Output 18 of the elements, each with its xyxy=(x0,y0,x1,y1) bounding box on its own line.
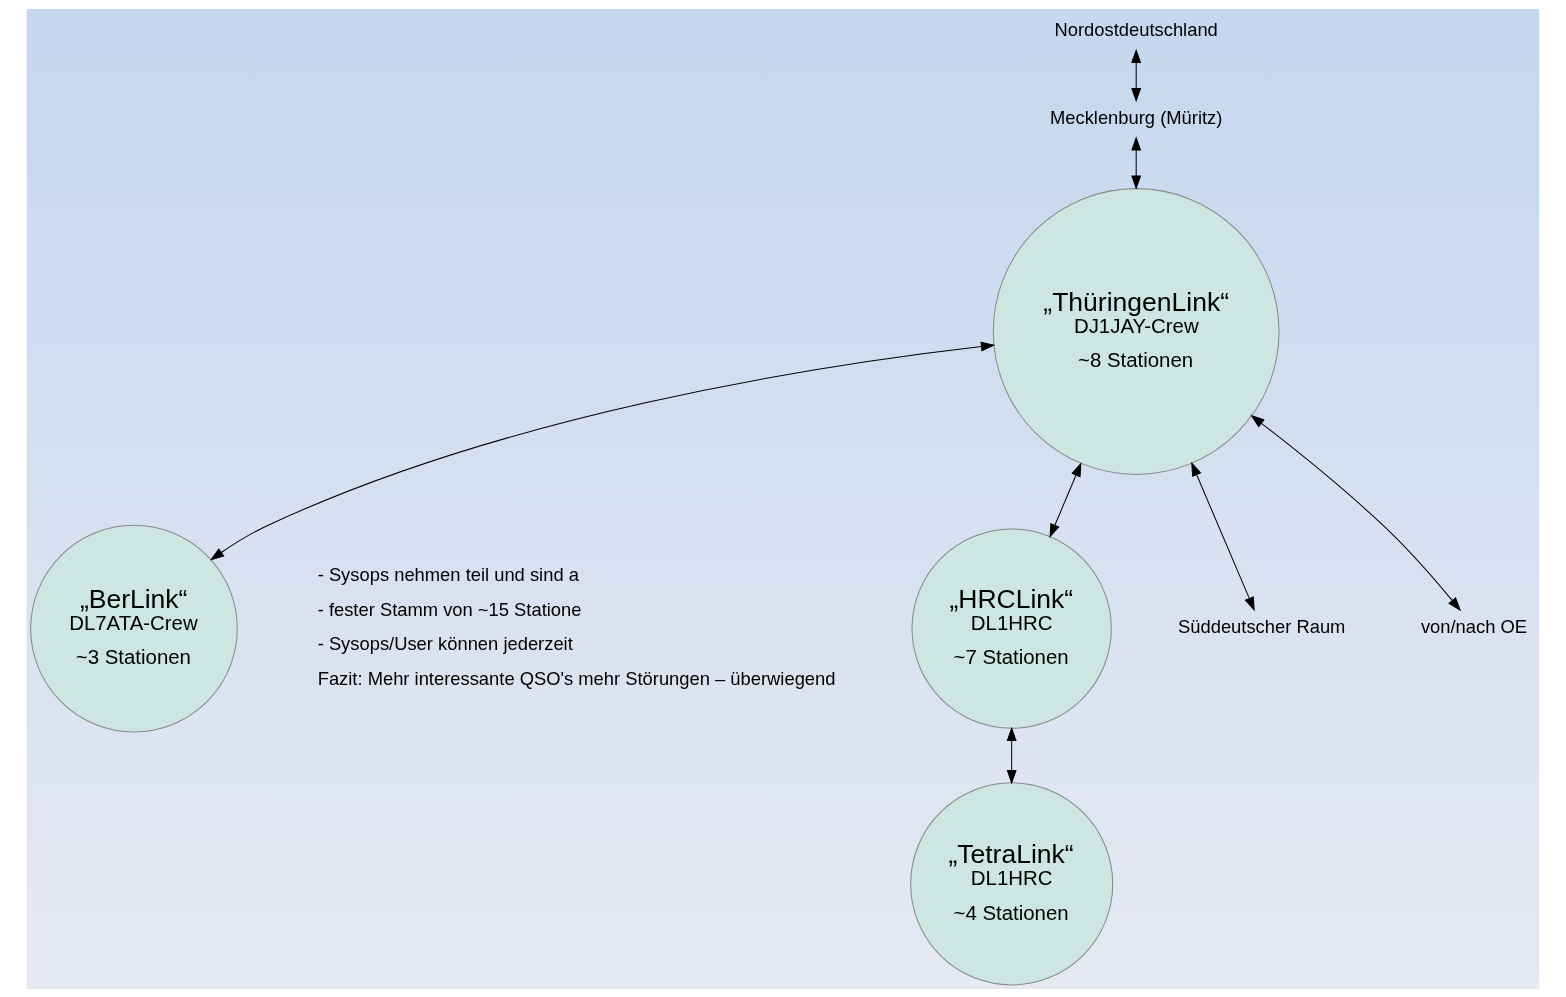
node-circle: „HRCLink“ DL1HRC ~7 Stationen xyxy=(911,527,1112,729)
arrow xyxy=(1131,48,1142,102)
node-text: Nordostdeutschland xyxy=(1054,18,1218,40)
arrow xyxy=(1131,135,1142,190)
node-text: Süddeutscher Raum xyxy=(1178,615,1346,637)
label: - Sysops/User können jederzeit xyxy=(317,632,573,654)
label: - fester Stamm von ~15 Statione xyxy=(317,598,582,620)
arrow xyxy=(1049,461,1082,538)
node-circle: „BerLink“ DL7ATA-Crew ~3 Stationen xyxy=(30,524,238,732)
node-text: von/nach OE xyxy=(1420,615,1528,637)
arrow xyxy=(1191,461,1255,611)
label: - Sysops nehmen teil und sind a xyxy=(317,563,579,585)
label: Fazit: Mehr interessante QSO's mehr Störungen – überwiegend xyxy=(317,667,836,689)
node-circle: „TetraLink“ DL1HRC ~4 Stationen xyxy=(910,781,1114,985)
arrow xyxy=(1250,414,1462,611)
node-text: Mecklenburg (Müritz) xyxy=(1049,106,1223,128)
arrow xyxy=(210,341,996,561)
arrow xyxy=(1006,726,1017,784)
